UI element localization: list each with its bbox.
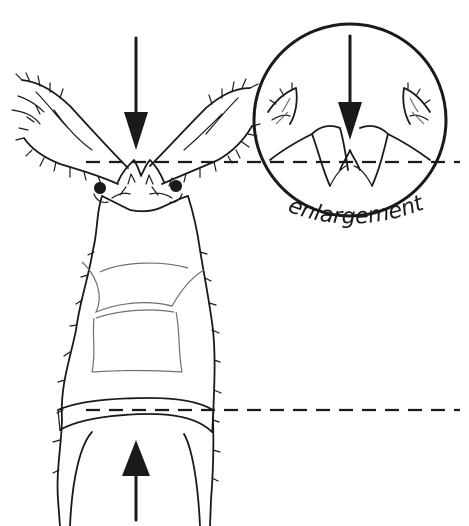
enlargement-label: enlargement	[285, 191, 428, 230]
specimen-head	[94, 160, 188, 211]
left-tentacle	[12, 73, 128, 184]
interior-pattern	[82, 262, 204, 372]
top-arrow	[124, 38, 148, 150]
enlargement-inset: enlargement	[254, 24, 446, 230]
bottom-arrow	[122, 440, 150, 520]
right-tentacle	[150, 79, 260, 186]
